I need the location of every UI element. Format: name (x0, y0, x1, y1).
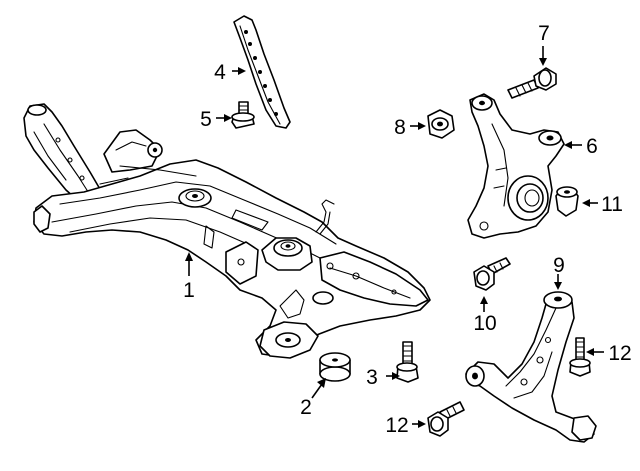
callout-4: 4 (214, 61, 226, 84)
bushing-2 (319, 352, 351, 382)
bolt-7 (507, 67, 557, 99)
callout-8: 8 (394, 116, 406, 139)
reinforcement-bar (233, 15, 291, 129)
callout-5: 5 (200, 108, 212, 131)
callout-10: 10 (473, 312, 496, 335)
callout-11: 11 (601, 193, 623, 216)
callout-1: 1 (183, 279, 195, 302)
bolt-12-bottom (427, 401, 465, 437)
steering-knuckle (467, 93, 565, 239)
callout-3: 3 (366, 366, 378, 389)
callout-12-bottom: 12 (385, 414, 408, 437)
callout-labels: 1 2 3 4 5 6 7 8 9 10 11 12 12 (183, 22, 632, 437)
crossmember (23, 103, 431, 359)
callout-2: 2 (300, 396, 312, 419)
callout-leaders (185, 46, 604, 428)
bolt-3 (396, 341, 419, 383)
callout-6: 6 (586, 135, 598, 158)
callout-7: 7 (538, 22, 550, 45)
bolt-10 (473, 257, 511, 291)
nut-8 (427, 109, 455, 139)
bolt-5 (231, 101, 255, 129)
bushing-11 (555, 186, 579, 217)
bolt-12-right (569, 337, 591, 377)
callout-9: 9 (553, 254, 565, 277)
control-arm (465, 291, 597, 443)
callout-12-right: 12 (608, 342, 631, 365)
